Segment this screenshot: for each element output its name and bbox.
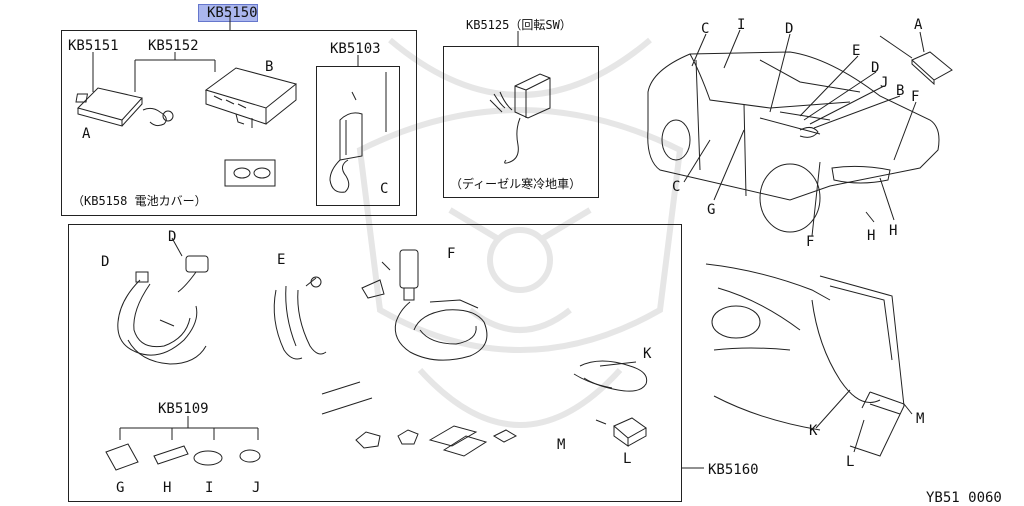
remote-transmitter-drawing (75, 87, 174, 127)
harness-group-box (68, 224, 682, 502)
car-letter-d2: D (871, 60, 880, 76)
aerial-drawing (329, 72, 387, 193)
battery-cover-drawing (224, 159, 276, 187)
door-letter-l: L (846, 454, 855, 470)
part-k-drawing (573, 360, 648, 392)
part-l-drawing (595, 417, 647, 447)
car-letter-e: E (852, 43, 861, 59)
kit-part-b-label[interactable]: KB5152 (148, 38, 199, 54)
control-unit-drawing (204, 67, 298, 128)
kit-letter-a: A (82, 126, 91, 142)
battery-cover-label[interactable]: （KB5158 電池カバー） (72, 194, 207, 208)
harness-letter-h: H (163, 480, 172, 496)
switch-note: （ディーゼル寒冷地車） (450, 177, 582, 191)
kit-part-c-label[interactable]: KB5103 (330, 41, 381, 57)
rotation-switch-drawing (489, 73, 551, 164)
harness-letter-m: M (557, 437, 566, 453)
switch-group-box (443, 46, 599, 198)
main-part-label[interactable]: KB5150 (207, 5, 258, 21)
group-part-kb5160-label[interactable]: KB5160 (708, 462, 759, 478)
car-letter-f2: F (806, 234, 815, 250)
harness-letter-e: E (277, 252, 286, 268)
leader-kb5152 (134, 52, 216, 92)
car-remote-drawing (879, 31, 953, 86)
diagram-code: YB51 0060 (926, 490, 1002, 506)
kit-part-a-label[interactable]: KB5151 (68, 38, 119, 54)
car-letter-g: G (707, 202, 716, 218)
main-part-highlight[interactable] (198, 4, 258, 22)
harness-letter-f: F (447, 246, 456, 262)
car-letter-b: B (896, 83, 905, 99)
part-f-drawing (361, 249, 488, 361)
door-letter-m: M (916, 411, 925, 427)
harness-letter-g: G (116, 480, 125, 496)
car-letter-d1: D (785, 21, 794, 37)
car-letter-a: A (914, 17, 923, 33)
car-letter-c1: C (701, 21, 710, 37)
harness-letter-d1: D (101, 254, 110, 270)
kit-letter-b: B (265, 59, 274, 75)
kit-group-box (61, 30, 417, 216)
car-letter-f1: F (911, 89, 920, 105)
tie-wraps-drawing (321, 381, 373, 415)
small-parts-drawing (355, 425, 518, 457)
aerial-sub-box (316, 66, 400, 206)
harness-letter-d2: D (168, 229, 177, 245)
harness-e-drawing (273, 276, 327, 360)
kit-letter-c: C (380, 181, 389, 197)
harness-letter-j: J (252, 480, 261, 496)
door-interior-drawing (705, 263, 913, 457)
car-letter-j: J (880, 75, 889, 91)
sub-part-kb5109-label[interactable]: KB5109 (158, 401, 209, 417)
harness-letter-i: I (205, 480, 214, 496)
harness-letter-k: K (643, 346, 652, 362)
door-letter-k: K (809, 423, 818, 439)
switch-part-title[interactable]: KB5125（回転SW） (466, 18, 572, 32)
car-drawing (647, 51, 940, 233)
car-letter-h2: H (889, 223, 898, 239)
harness-d-drawing (117, 237, 209, 365)
car-letter-i: I (737, 17, 746, 33)
harness-letter-l: L (623, 451, 632, 467)
car-letter-h1: H (867, 228, 876, 244)
kb5109-parts-drawing (105, 416, 261, 471)
car-letter-c2: C (672, 179, 681, 195)
